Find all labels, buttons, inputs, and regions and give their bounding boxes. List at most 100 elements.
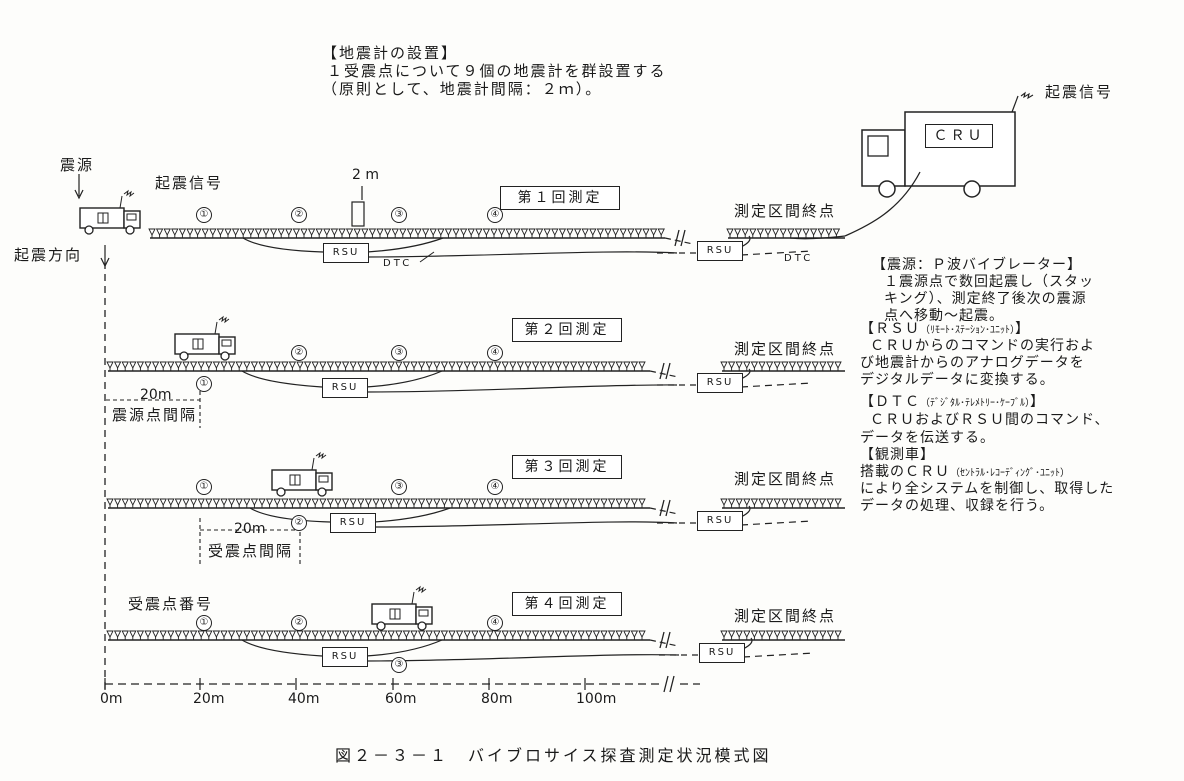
geophone-icon <box>501 630 509 639</box>
row3-vibrator-truck-antenna <box>311 457 315 471</box>
geophone-icon <box>243 630 251 639</box>
geophone-icon <box>615 498 623 507</box>
geophone-icon <box>623 498 631 507</box>
geophone-icon <box>486 630 494 639</box>
geophone-icon <box>490 228 498 237</box>
geophone-icon <box>425 498 433 507</box>
row2-dtc-cable <box>365 384 678 393</box>
row4-vibrator-truck-antenna <box>411 591 415 605</box>
geophone-icon <box>493 498 502 507</box>
row1-vibrator-truck <box>79 207 125 229</box>
geophone-icon <box>826 630 835 639</box>
geophone-icon <box>258 498 266 507</box>
geophone-icon <box>113 498 122 507</box>
receiver-interval-label: 受震点間隔 <box>208 542 294 560</box>
geophone-icon <box>592 630 601 639</box>
geophone-icon <box>531 498 540 507</box>
row1-vibrator-truck-signal-icon <box>123 189 135 198</box>
geophone-icon <box>151 630 160 639</box>
row3-marker-2: ② <box>291 515 307 531</box>
geophone-icon <box>741 228 749 237</box>
geophone-icon <box>743 630 751 639</box>
geophone-icon <box>182 498 190 507</box>
row1-cable <box>242 237 324 253</box>
geophone-icon <box>247 228 255 237</box>
geophone-icon <box>452 228 460 237</box>
geophone-icon <box>638 630 646 639</box>
geophone-icon <box>630 630 639 639</box>
rsu-box: RSU <box>323 243 369 263</box>
row2-cable <box>365 370 443 388</box>
source-signal-label: 起震信号 <box>155 174 224 192</box>
geophone-icon <box>402 361 411 370</box>
geophone-icon <box>642 228 650 237</box>
row2-dtc-tail <box>740 382 813 388</box>
geophone-icon <box>372 498 380 507</box>
geophone-icon <box>539 498 547 507</box>
legend-dtc-line: ＣＲＵおよびＲＳＵ間のコマンド、 <box>870 412 1110 428</box>
geophone-icon <box>493 630 502 639</box>
geophone-icon <box>197 361 205 370</box>
geophone-icon <box>758 630 766 639</box>
geophone-icon <box>577 498 585 507</box>
axis-break <box>663 675 669 693</box>
geophone-icon <box>817 228 825 237</box>
geophone-icon <box>414 228 422 237</box>
dtc-label-2: DTC <box>784 253 814 264</box>
row3-break <box>659 499 665 517</box>
geophone-icon <box>743 498 751 507</box>
axis-tick: 20m <box>193 691 225 707</box>
geophone-icon <box>265 630 274 639</box>
legend-source-line: キング）、測定終了後次の震源 <box>884 291 1087 307</box>
geophone-icon <box>459 228 468 237</box>
direction-arrow-head <box>100 257 110 268</box>
geophone-icon <box>209 228 217 237</box>
geophone-icon <box>764 228 772 237</box>
row4-marker-4: ④ <box>487 615 503 631</box>
geophone-icon <box>106 361 114 370</box>
legend-source-line: １震源点で数回起震し（スタッ <box>884 274 1094 290</box>
geophone-icon <box>592 498 601 507</box>
geophone-icon <box>585 498 593 507</box>
geophone-icon <box>826 498 835 507</box>
row4-marker-1: ① <box>196 615 212 631</box>
row1-vibrator-truck-antenna <box>119 195 123 209</box>
geophone-icon <box>509 630 517 639</box>
row4-line-dash <box>649 639 679 647</box>
row2-marker-4: ④ <box>487 345 503 361</box>
row4-vibrator-truck-wheel <box>376 621 386 631</box>
recording-truck-antenna <box>1011 95 1019 113</box>
geophone-icon <box>410 630 418 639</box>
geophone-icon <box>516 498 525 507</box>
geophone-icon <box>615 630 623 639</box>
geophone-icon <box>227 361 236 370</box>
geophone-icon <box>410 498 418 507</box>
row4-cable <box>365 639 443 657</box>
figure-caption: 図２－３－１ バイブロサイス探査測定状況模式図 <box>335 746 772 765</box>
geophone-icon <box>189 630 198 639</box>
geophone-icon <box>338 228 346 237</box>
row4-vibrator-truck <box>371 603 417 625</box>
geophone-icon <box>174 498 183 507</box>
geophone-icon <box>121 498 129 507</box>
geophone-icon <box>630 361 639 370</box>
geophone-icon <box>250 361 259 370</box>
geophone-icon <box>779 228 787 237</box>
geophone-icon <box>803 361 812 370</box>
geophone-icon <box>765 498 774 507</box>
geophone-icon <box>243 498 251 507</box>
geophone-icon <box>497 228 506 237</box>
geophone-icon <box>765 630 774 639</box>
geophone-icon <box>197 498 205 507</box>
setup-note-title: 【地震計の設置】 <box>322 44 459 62</box>
row4-break <box>659 631 665 649</box>
row1-title: 第１回測定 <box>500 186 620 210</box>
geophone-icon <box>437 228 445 237</box>
row3-end-label: 測定区間終点 <box>734 470 837 488</box>
geophone-icon <box>148 228 156 237</box>
geophone-icon <box>296 361 304 370</box>
geophone-icon <box>113 630 122 639</box>
geophone-icon <box>482 228 491 237</box>
axis-tick: 60m <box>385 691 417 707</box>
row2-vibrator-truck <box>174 333 220 355</box>
